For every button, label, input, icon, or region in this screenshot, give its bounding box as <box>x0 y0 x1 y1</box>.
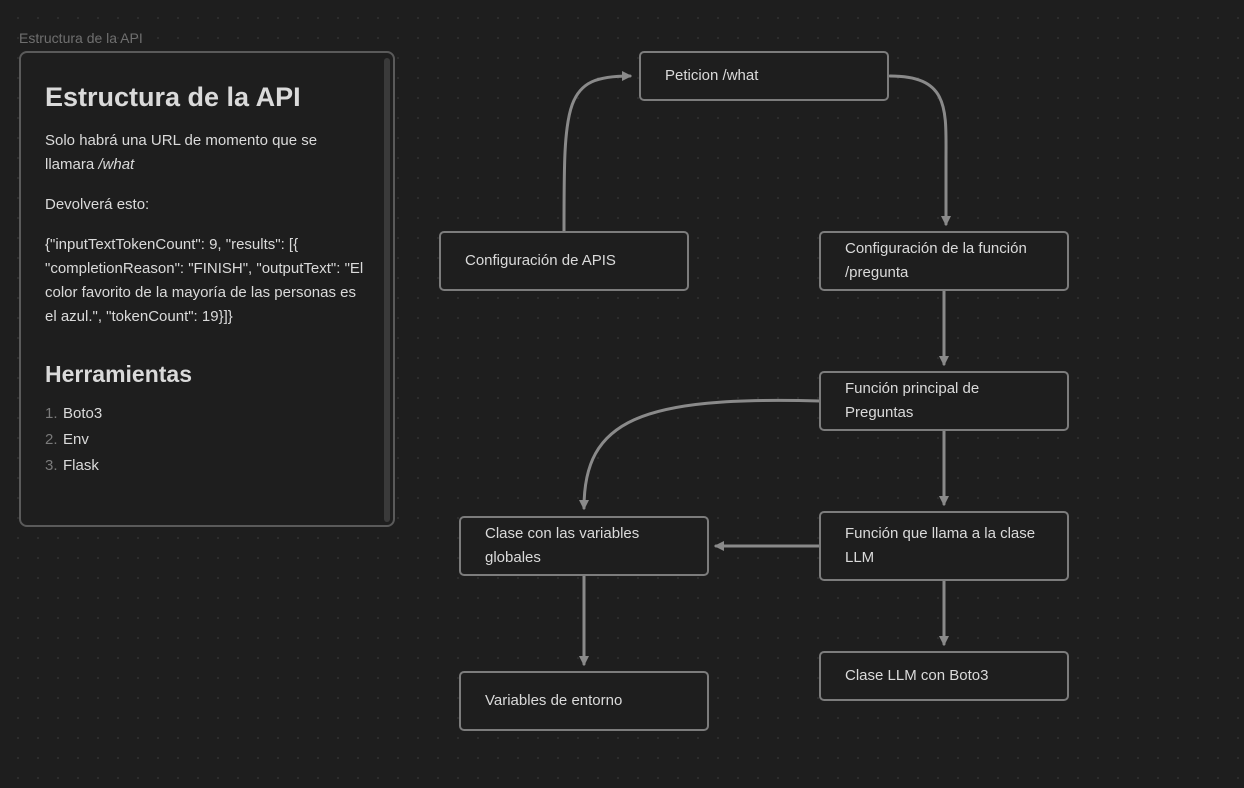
tools-list-number: 3. <box>45 457 58 474</box>
tools-list: 1. Boto3 2. Env 3. Flask <box>45 401 370 479</box>
edge-funcion-principal-to-clase-variables[interactable] <box>579 398 822 510</box>
note-title: Estructura de la API <box>45 82 301 112</box>
tools-list-item: 2. Env <box>45 427 370 453</box>
note-content: Estructura de la API Solo habrá una URL … <box>45 79 370 479</box>
node-label: Clase LLM con Boto3 <box>845 667 989 684</box>
note-json-example: {"inputTextTokenCount": 9, "results": [{… <box>45 236 364 325</box>
tools-list-number: 1. <box>45 405 58 422</box>
tools-list-number: 2. <box>45 431 58 448</box>
node-variables-entorno[interactable]: Variables de entorno <box>459 671 709 731</box>
node-config-apis[interactable]: Configuración de APIS <box>439 231 689 291</box>
note-intro-text: Solo habrá una URL de momento que se lla… <box>45 132 318 173</box>
node-label: Variables de entorno <box>485 692 623 709</box>
node-clase-llm[interactable]: Clase LLM con Boto3 <box>819 651 1069 701</box>
node-funcion-llm[interactable]: Función que llama a la clase LLM <box>819 511 1069 581</box>
tools-list-item: 1. Boto3 <box>45 401 370 427</box>
node-clase-variables[interactable]: Clase con las variables globales <box>459 516 709 576</box>
edge-config-apis-to-peticion[interactable] <box>562 71 632 234</box>
node-label: Función principal de Preguntas <box>845 380 980 421</box>
node-config-funcion[interactable]: Configuración de la función /pregunta <box>819 231 1069 291</box>
tools-list-label: Flask <box>63 457 99 474</box>
tools-list-item: 3. Flask <box>45 453 370 479</box>
node-funcion-principal[interactable]: Función principal de Preguntas <box>819 371 1069 431</box>
node-label: Función que llama a la clase LLM <box>845 525 1036 566</box>
note-returns-label: Devolverá esto: <box>45 196 150 213</box>
node-label: Configuración de la función /pregunta <box>845 240 1027 281</box>
edge-peticion-to-config-funcion[interactable] <box>888 74 951 226</box>
node-label: Clase con las variables globales <box>485 525 640 566</box>
tools-list-label: Env <box>63 431 89 448</box>
note-intro: Solo habrá una URL de momento que se lla… <box>45 129 370 177</box>
node-label: Configuración de APIS <box>465 252 616 269</box>
tools-list-label: Boto3 <box>63 405 103 422</box>
node-peticion[interactable]: Peticion /what <box>639 51 889 101</box>
tools-heading: Herramientas <box>45 361 193 387</box>
group-label[interactable]: Estructura de la API <box>19 30 143 46</box>
note-scrollbar[interactable] <box>384 58 390 522</box>
node-label: Peticion /what <box>665 67 759 84</box>
note-intro-emphasis: /what <box>98 156 135 173</box>
note-card[interactable]: Estructura de la API Solo habrá una URL … <box>19 51 395 527</box>
